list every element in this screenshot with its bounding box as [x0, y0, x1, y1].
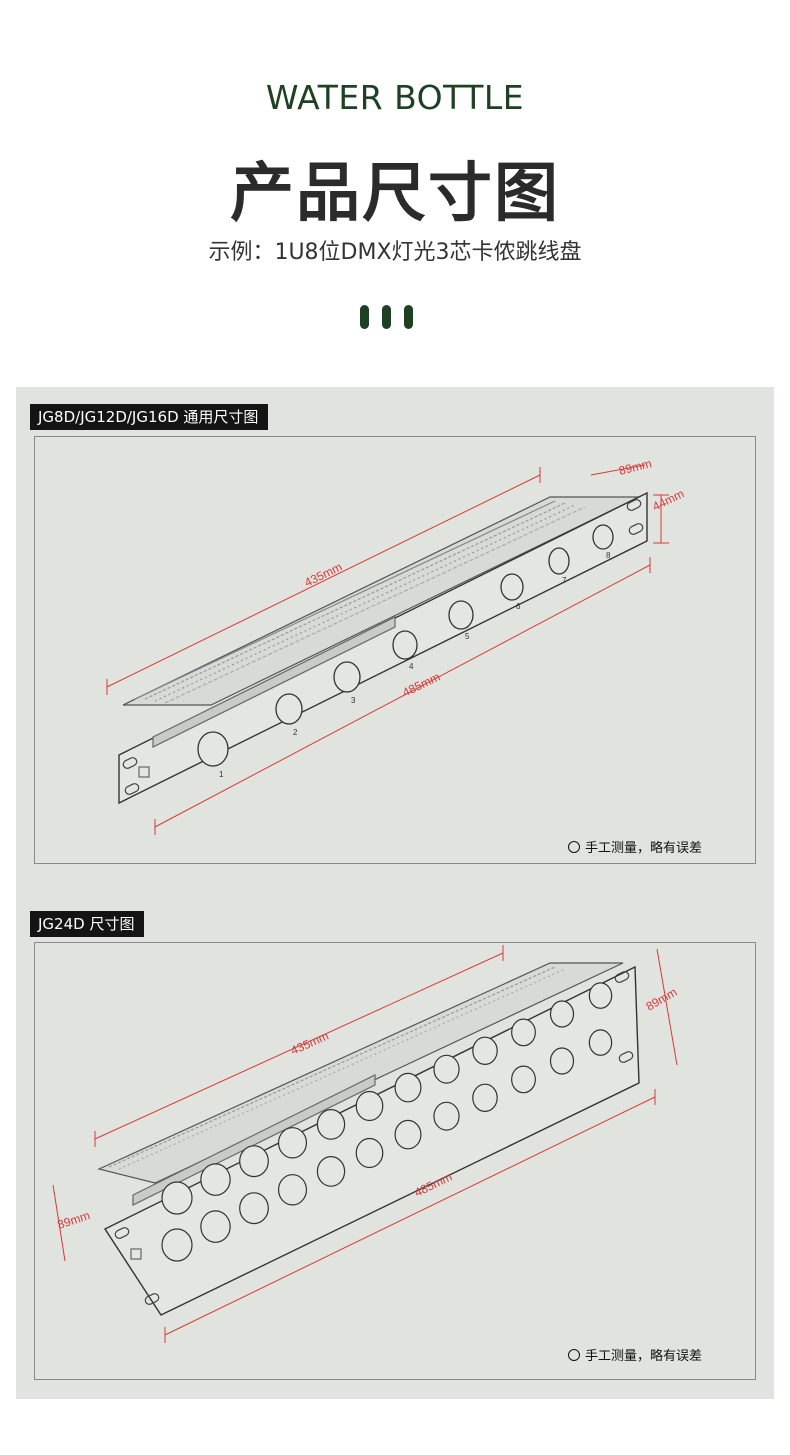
- page-title: 产品尺寸图: [230, 157, 560, 231]
- xlr-hole: [549, 1047, 575, 1075]
- port-number: 1: [219, 770, 224, 779]
- dim-width-label: 485mm: [400, 670, 442, 700]
- xlr-hole: [472, 1083, 498, 1112]
- diagram2-label: JG24D 尺寸图: [30, 911, 145, 937]
- xlr-hole: [511, 1065, 536, 1094]
- xlr-hole: [472, 1036, 498, 1066]
- xlr-hole: [239, 1145, 269, 1178]
- dim-depth-label: 89mm: [617, 456, 653, 478]
- deco-bar: [360, 305, 369, 329]
- xlr-hole: [161, 1181, 193, 1215]
- diagram1-frame: 1 2 3 4 5 6 7 8 435mm 485mm 89mm 44mm: [34, 436, 756, 864]
- dim-inner-label: 435mm: [289, 1029, 331, 1058]
- brand-title: WATER BOTTLE: [265, 78, 525, 117]
- xlr-hole: [277, 1174, 308, 1206]
- deco-bar: [382, 305, 391, 329]
- xlr-hole: [200, 1210, 231, 1243]
- dim-height-left-label: 89mm: [56, 1208, 92, 1232]
- xlr-hole: [588, 982, 613, 1009]
- xlr-hole: [239, 1192, 269, 1225]
- circle-icon: [568, 1349, 580, 1361]
- port-number: 3: [351, 696, 356, 705]
- xlr-hole: [355, 1090, 384, 1122]
- xlr-hole: [355, 1137, 384, 1169]
- xlr-holes: [161, 982, 613, 1262]
- xlr-hole: [277, 1127, 308, 1159]
- xlr-hole: [549, 1000, 575, 1028]
- dim-inner-label: 435mm: [302, 560, 344, 590]
- xlr-hole: [316, 1108, 346, 1140]
- dim-height-right-label: 89mm: [644, 985, 680, 1014]
- port-number: 7: [562, 576, 567, 585]
- port-number: 6: [516, 602, 521, 611]
- xlr-hole: [161, 1228, 193, 1262]
- measurement-note: 手工测量，略有误差: [568, 837, 702, 856]
- circle-icon: [568, 841, 580, 853]
- port-number: 2: [293, 728, 298, 737]
- deco-bar: [404, 305, 413, 329]
- patch-panel-1u-drawing: 1 2 3 4 5 6 7 8 435mm 485mm 89mm 44mm: [106, 456, 686, 835]
- xlr-hole: [511, 1018, 536, 1047]
- xlr-hole: [433, 1054, 460, 1084]
- xlr-hole: [588, 1029, 613, 1056]
- xlr-hole: [433, 1101, 460, 1131]
- xlr-hole: [394, 1119, 422, 1150]
- diagram2-frame: 435mm 485mm 89mm 89mm 手工测量，略有误差: [34, 942, 756, 1380]
- port-number: 5: [465, 632, 470, 641]
- port-number: 8: [606, 551, 611, 560]
- patch-panel-2u-drawing: 435mm 485mm 89mm 89mm: [52, 945, 680, 1343]
- note-text: 手工测量，略有误差: [585, 841, 703, 856]
- xlr-hole: [200, 1163, 231, 1196]
- diagram1-label: JG8D/JG12D/JG16D 通用尺寸图: [30, 404, 269, 430]
- xlr-hole: [394, 1072, 422, 1103]
- dim-height-label: 44mm: [650, 486, 686, 513]
- decorative-bars: [360, 305, 432, 329]
- note-text: 手工测量，略有误差: [585, 1349, 703, 1364]
- page-subtitle: 示例：1U8位DMX灯光3芯卡侬跳线盘: [208, 240, 582, 265]
- measurement-note: 手工测量，略有误差: [568, 1345, 702, 1364]
- port-number: 4: [409, 662, 414, 671]
- xlr-hole: [316, 1155, 346, 1187]
